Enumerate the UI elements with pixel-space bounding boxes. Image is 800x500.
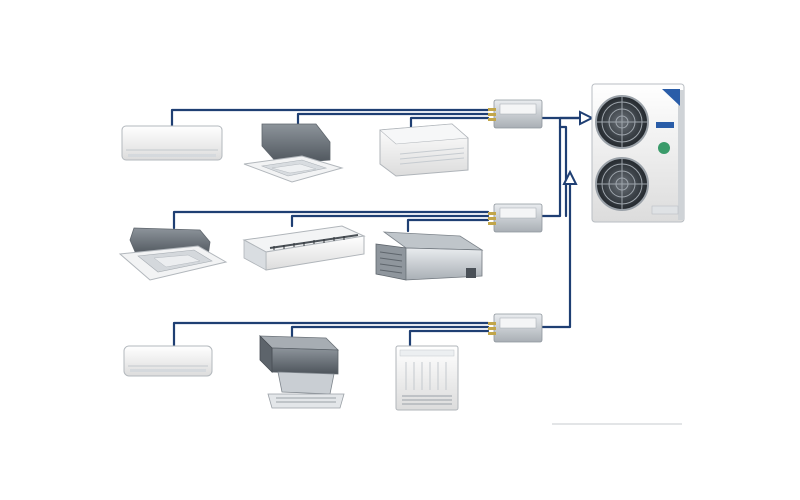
pipe-row3-unit2 bbox=[292, 327, 488, 338]
ceiling-suspended-unit-icon bbox=[244, 226, 364, 270]
branch-box-icon bbox=[488, 100, 542, 128]
wall-mounted-unit-icon bbox=[124, 346, 212, 376]
branch-box-icon bbox=[488, 204, 542, 232]
wall-mounted-unit-icon bbox=[122, 126, 222, 160]
ceiling-cassette-unit-icon bbox=[244, 124, 342, 182]
ducted-unit-icon bbox=[260, 336, 344, 408]
outdoor-condenser-unit-icon bbox=[592, 84, 684, 222]
eco-badge-icon bbox=[658, 142, 670, 154]
ducted-unit-icon bbox=[376, 232, 482, 280]
branch-box-icon bbox=[488, 314, 542, 342]
pipe-row3-unit3 bbox=[410, 331, 488, 346]
flow-arrow-right bbox=[580, 112, 592, 124]
ceiling-cassette-unit-icon bbox=[120, 228, 226, 280]
pipe-row2-unit3 bbox=[408, 220, 488, 231]
floor-standing-unit-icon bbox=[396, 346, 458, 410]
ceiling-floor-unit-icon bbox=[380, 124, 468, 176]
trunk-line-2 bbox=[542, 118, 580, 216]
